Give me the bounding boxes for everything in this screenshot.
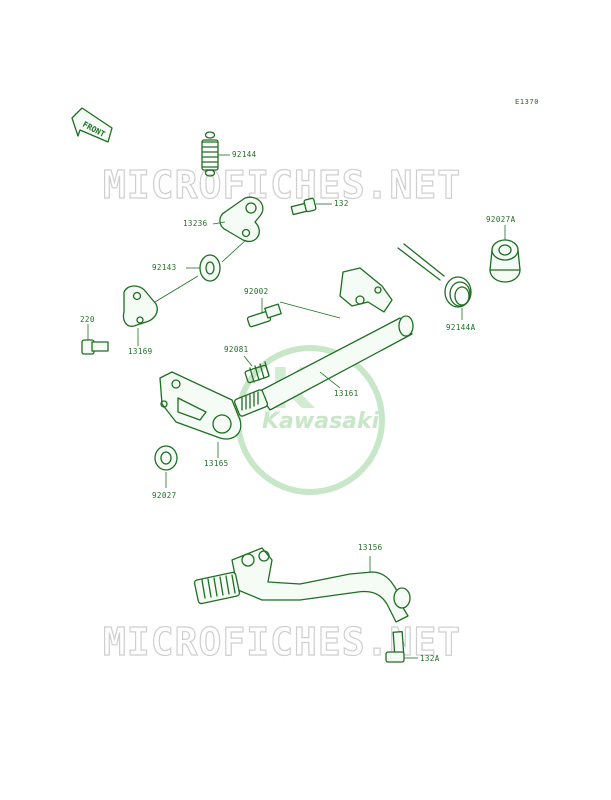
part-13236-plate bbox=[212, 196, 264, 243]
label-13169: 13169 bbox=[128, 347, 153, 356]
watermark-top: MICROFICHES.NET bbox=[103, 163, 461, 207]
label-92002: 92002 bbox=[244, 287, 269, 296]
kawasaki-logo-text: Kawasaki bbox=[262, 409, 380, 434]
label-132a: 132A bbox=[420, 654, 440, 663]
part-92143-collar bbox=[149, 239, 247, 306]
diagram-code: E1370 bbox=[515, 98, 539, 106]
part-13169-plate bbox=[122, 285, 158, 346]
part-92144-spring bbox=[201, 131, 230, 177]
part-132-bolt bbox=[290, 197, 332, 216]
part-13156-pedal bbox=[193, 547, 411, 623]
label-13165: 13165 bbox=[204, 459, 229, 468]
part-220-bolt bbox=[81, 324, 109, 355]
label-132: 132 bbox=[334, 199, 349, 208]
part-92081-spring bbox=[243, 355, 270, 384]
part-92027a-collar bbox=[489, 225, 521, 283]
part-13161-shaft bbox=[233, 267, 414, 417]
part-92144a-spring bbox=[397, 243, 472, 320]
watermark-bottom: MICROFICHES.NET bbox=[103, 620, 461, 664]
label-92027a: 92027A bbox=[486, 215, 516, 224]
label-92143: 92143 bbox=[152, 263, 177, 272]
label-92027: 92027 bbox=[152, 491, 177, 500]
label-13161: 13161 bbox=[334, 389, 359, 398]
part-92027-collar bbox=[154, 445, 178, 488]
part-13165-plate bbox=[159, 371, 242, 458]
label-92081: 92081 bbox=[224, 345, 249, 354]
label-13236: 13236 bbox=[183, 219, 208, 228]
part-92002-pin bbox=[246, 298, 341, 328]
label-92144a: 92144A bbox=[446, 323, 476, 332]
label-13156: 13156 bbox=[358, 543, 383, 552]
label-92144: 92144 bbox=[232, 150, 257, 159]
front-arrow: FRONT bbox=[71, 107, 113, 143]
label-220: 220 bbox=[80, 315, 95, 324]
part-132a-bolt bbox=[385, 631, 418, 663]
